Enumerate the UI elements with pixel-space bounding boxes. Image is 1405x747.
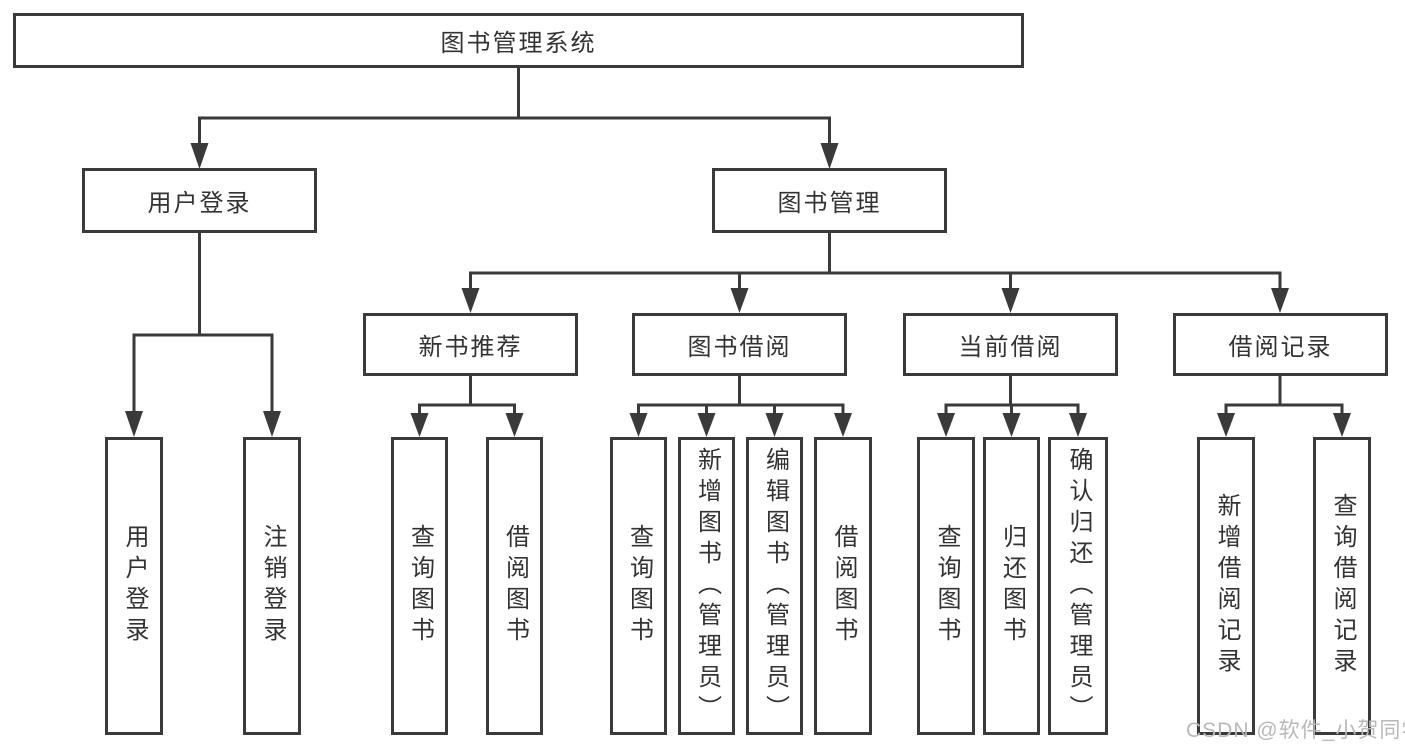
leaf-current-confirm-return-admin: 确认归还（管理员） xyxy=(1048,437,1108,735)
leaf-borrow-edit-books-admin: 编辑图书（管理员） xyxy=(746,437,803,735)
leaf-records-add-borrow-record: 新增借阅记录 xyxy=(1197,437,1255,735)
node-library-management-system: 图书管理系统 xyxy=(13,13,1024,68)
leaf-current-query-books: 查询图书 xyxy=(917,437,975,735)
connector-book-management-to-level2 xyxy=(461,233,1289,313)
connector-book-borrow-to-leaves xyxy=(629,376,852,437)
leaf-recommend-query-books: 查询图书 xyxy=(391,437,448,735)
node-book-borrow: 图书借阅 xyxy=(632,313,847,376)
leaf-current-return-books: 归还图书 xyxy=(983,437,1040,735)
leaf-borrow-add-books-admin: 新增图书（管理员） xyxy=(678,437,735,735)
connector-new-book-recommend-to-leaves xyxy=(410,376,524,437)
leaf-user-login: 用户登录 xyxy=(105,437,163,735)
node-new-book-recommend: 新书推荐 xyxy=(363,313,578,376)
leaf-borrow-borrow-books: 借阅图书 xyxy=(814,437,872,735)
leaf-records-query-borrow-record: 查询借阅记录 xyxy=(1313,437,1371,735)
csdn-watermark: CSDN @软件_小贺同学 xyxy=(1186,719,1405,742)
node-current-borrow: 当前借阅 xyxy=(903,313,1118,376)
connector-current-borrow-to-leaves xyxy=(937,376,1087,437)
leaf-recommend-borrow-books: 借阅图书 xyxy=(486,437,543,735)
leaf-borrow-query-books: 查询图书 xyxy=(610,437,667,735)
connector-user-login-to-leaves xyxy=(125,233,281,437)
node-user-login: 用户登录 xyxy=(82,168,317,233)
node-book-management: 图书管理 xyxy=(712,168,947,233)
node-borrow-records: 借阅记录 xyxy=(1173,313,1388,376)
leaf-logout-login: 注销登录 xyxy=(243,437,301,735)
connector-borrow-records-to-leaves xyxy=(1217,376,1351,437)
connector-root-to-level1 xyxy=(190,68,839,169)
